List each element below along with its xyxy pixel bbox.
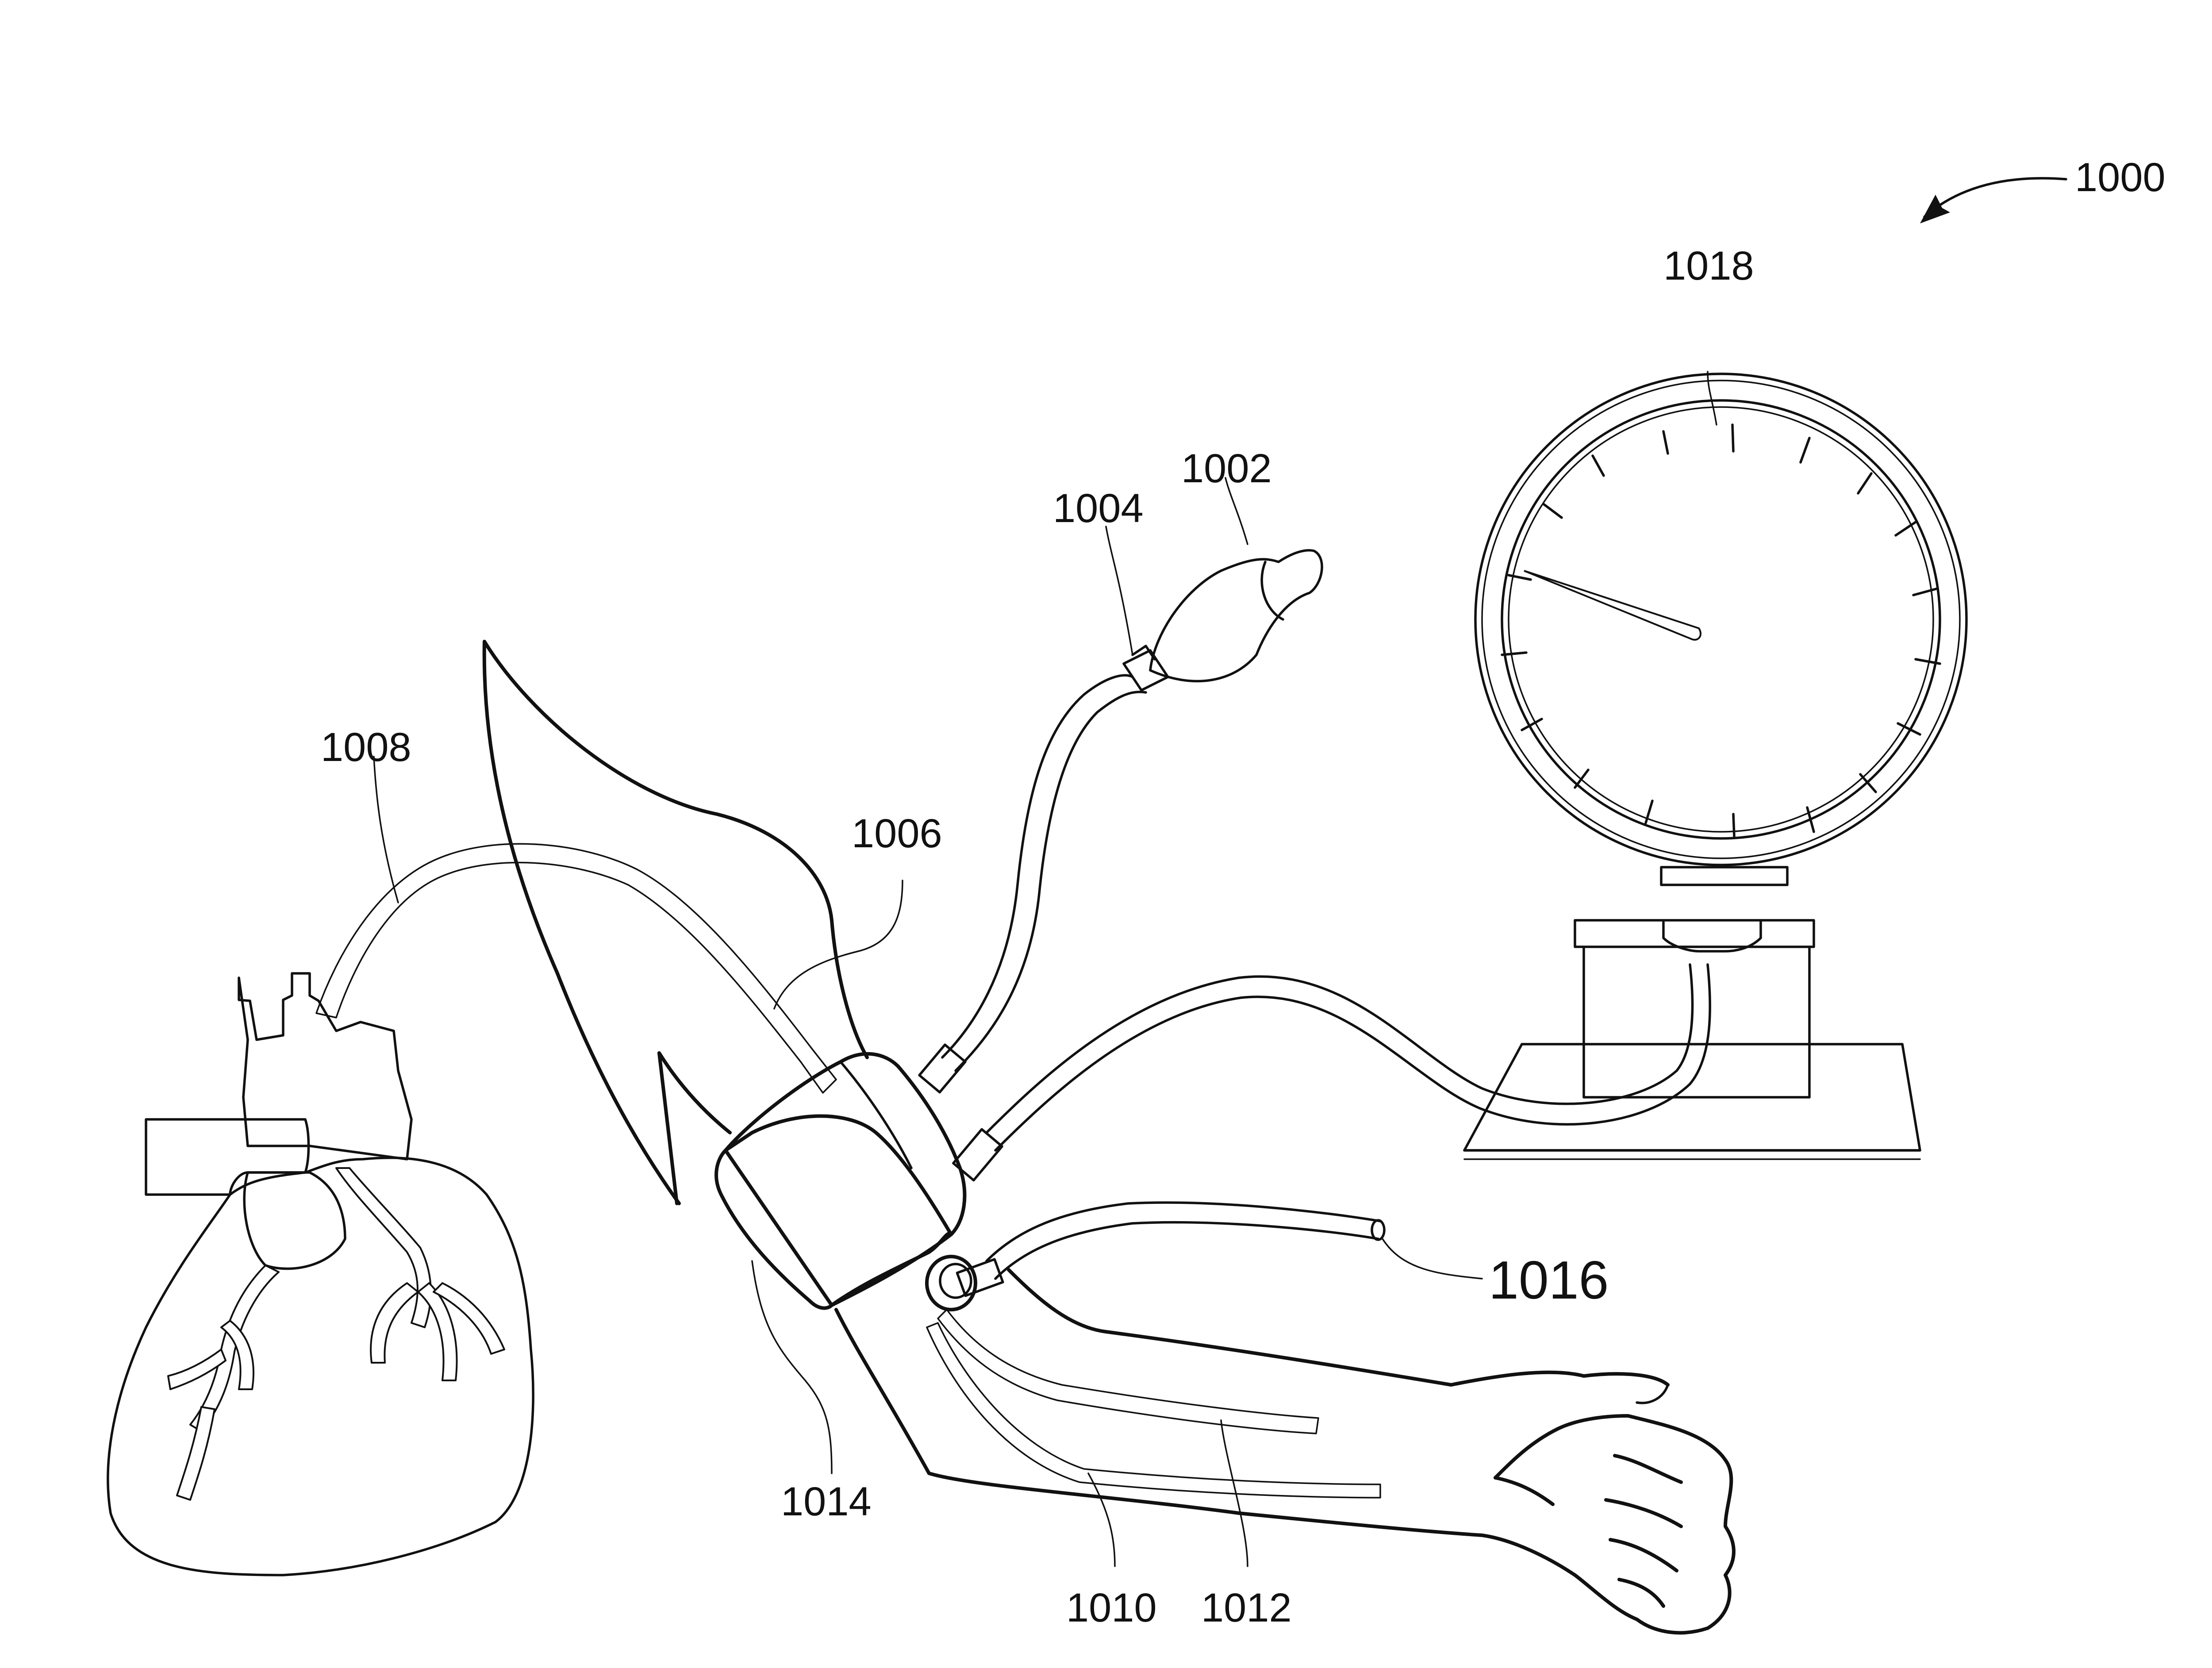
reference-labels: 1000 1018 1002 1004 1006 1008 1016 1014 … <box>321 155 2166 1630</box>
system-arrow <box>1920 177 2067 223</box>
label-1016: 1016 <box>1489 1250 1609 1310</box>
label-1012: 1012 <box>1201 1585 1292 1630</box>
coronary-vessels <box>167 1167 505 1501</box>
label-1004: 1004 <box>1053 486 1144 531</box>
label-1018: 1018 <box>1663 243 1754 288</box>
label-1010: 1010 <box>1066 1585 1157 1630</box>
heart <box>107 972 534 1576</box>
label-1014: 1014 <box>781 1479 872 1524</box>
arm-outline <box>482 640 1736 1635</box>
pressure-gauge <box>1463 373 1968 1160</box>
gauge-tube <box>952 963 1711 1182</box>
aorta-tube <box>315 843 837 1094</box>
sensor-tube-1016 <box>925 1201 1386 1311</box>
label-1000: 1000 <box>2075 155 2166 200</box>
leader-lines <box>373 371 1717 1567</box>
forearm-arteries <box>926 1309 1381 1499</box>
label-1006: 1006 <box>852 811 942 856</box>
label-1002: 1002 <box>1181 446 1272 491</box>
inflation-bulb <box>1149 549 1323 683</box>
label-1008: 1008 <box>321 725 411 770</box>
valve <box>1122 645 1169 692</box>
bulb-tube <box>918 674 1147 1094</box>
gauge-ticks <box>1501 423 1941 838</box>
cuff <box>714 1052 967 1310</box>
gauge-needle <box>1524 570 1701 641</box>
